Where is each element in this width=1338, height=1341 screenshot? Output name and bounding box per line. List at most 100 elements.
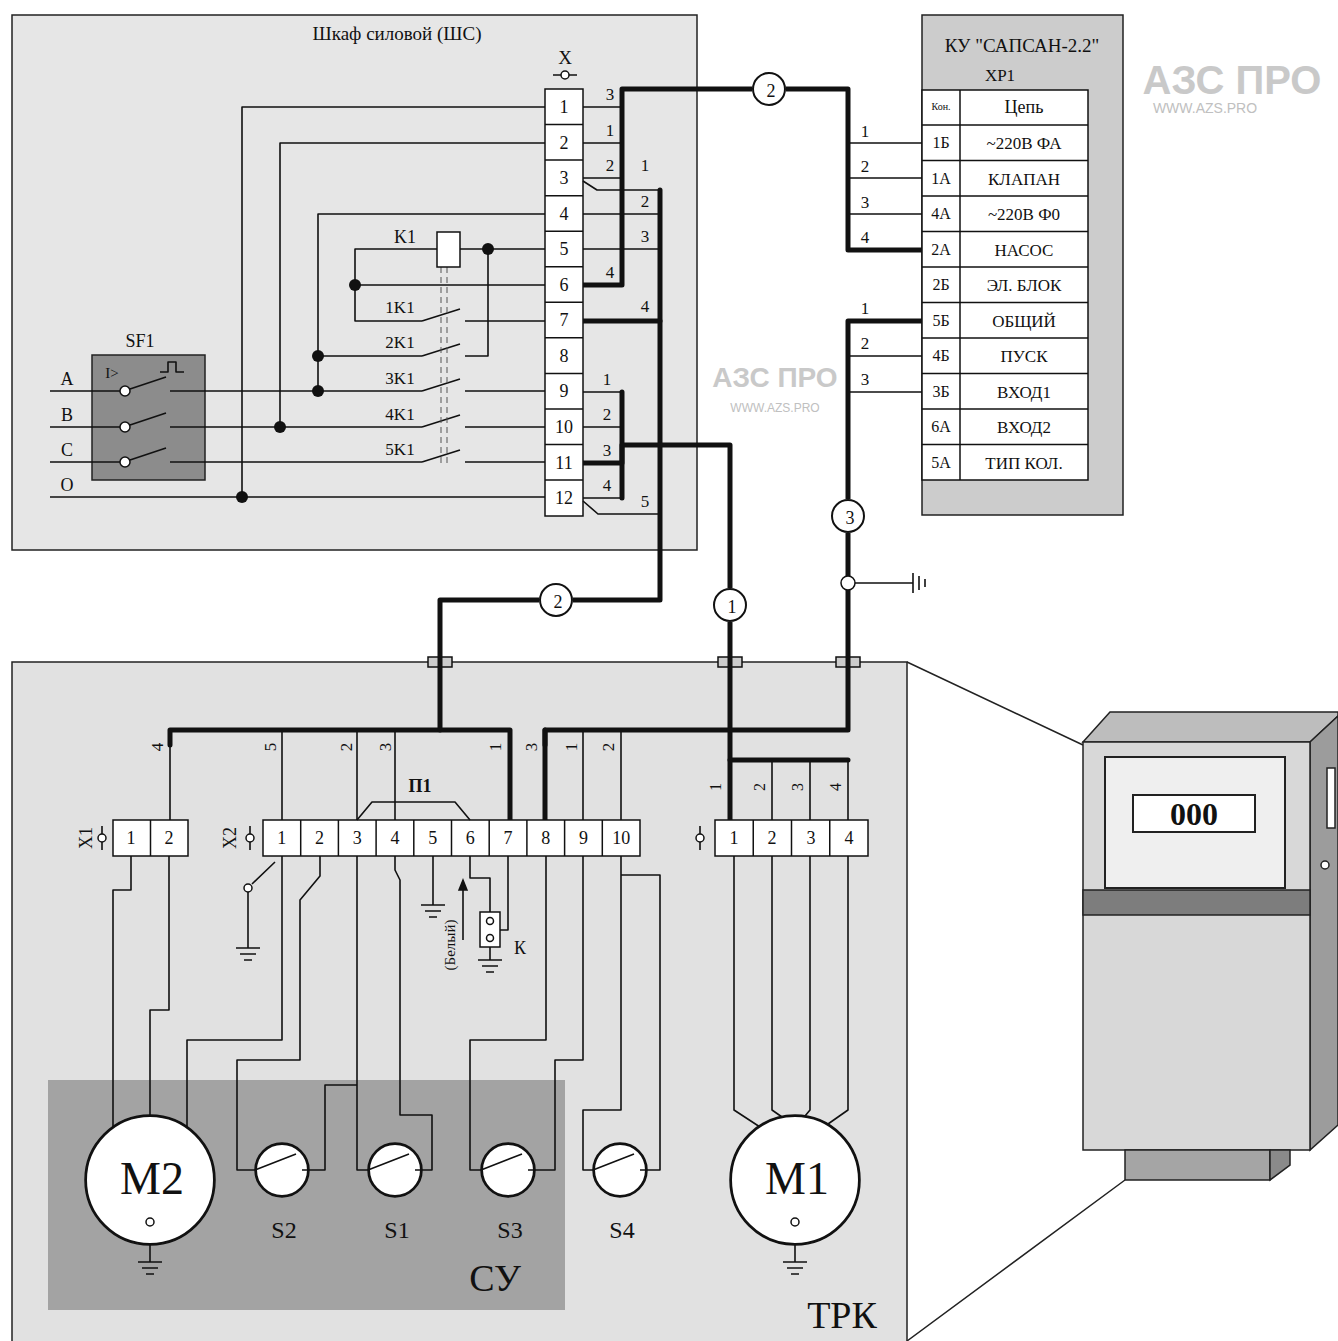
pin-label: 2 (606, 157, 615, 174)
callout-number: 2 (539, 583, 573, 617)
relay-coil: K1 (437, 232, 460, 267)
cable-connector (583, 89, 752, 285)
wire (160, 362, 184, 372)
terminal-divider (922, 444, 1088, 446)
pin-label: 1 (277, 829, 286, 847)
motor-symbol: M2 (85, 1115, 215, 1245)
node-text: Шкаф силовой (ШС) (313, 24, 482, 43)
dispenser-illustration (907, 662, 1338, 1341)
pin-label: 3 (606, 86, 615, 103)
pin-label: Цепь (1005, 98, 1044, 116)
pin-label: 4 (861, 229, 870, 246)
node-text: 000 (1170, 798, 1218, 830)
wire (441, 267, 447, 465)
pin-label: 5 (560, 240, 569, 258)
symbol-fill (561, 71, 569, 79)
pin-label: 6 (466, 829, 475, 847)
node-text: 2 (554, 593, 563, 611)
terminal-block (715, 820, 868, 856)
switch-symbol: S4 (593, 1143, 647, 1197)
pin-label: 3Б (932, 384, 949, 400)
dispenser-illustration (1321, 861, 1329, 869)
pin-label: 2 (861, 158, 870, 175)
terminal-divider (526, 820, 528, 856)
junction-dot (274, 421, 286, 433)
terminal-strip: X1 (113, 820, 188, 856)
pin-label: 3 (790, 783, 806, 791)
pin-label: 4 (606, 264, 615, 281)
terminal-divider (545, 479, 583, 481)
pin-label: 2 (600, 743, 617, 752)
pin-label: B (61, 406, 73, 424)
callout-number: 2 (752, 72, 786, 106)
terminal-divider (300, 820, 302, 856)
terminal-block (113, 820, 188, 856)
pin-label: 4 (603, 477, 612, 494)
pin-label: 2 (560, 134, 569, 152)
terminal-divider (922, 337, 1088, 339)
cable-connector (440, 600, 539, 820)
panel-ground (48, 1080, 565, 1310)
junction-dot (312, 350, 324, 362)
symbol-fill (85, 1115, 215, 1245)
pin-label: 2 (752, 783, 768, 791)
terminal-divider (922, 124, 1088, 126)
symbol-fill (437, 232, 460, 267)
watermark: АЗС ПРО (1143, 60, 1322, 100)
wire (422, 309, 545, 462)
symbol-fill (459, 880, 467, 890)
level-sensor: К (480, 912, 500, 947)
terminal-strip: 1234 (715, 820, 868, 856)
pin-label: КЛАПАН (988, 170, 1060, 187)
pin-label: ~220В ФА (987, 135, 1062, 152)
pin-label: 5K1 (385, 441, 414, 458)
node-text: X2 (221, 827, 239, 849)
dispenser-illustration (1083, 712, 1338, 742)
dispenser-illustration (1125, 1150, 1270, 1180)
node-text: СУ (469, 1259, 521, 1297)
terminal-divider (375, 820, 377, 856)
terminal-strip: X (545, 89, 583, 516)
terminal-divider (545, 159, 583, 161)
control-unit: СУM2S2S1S3 (48, 1080, 565, 1310)
terminal-divider (545, 266, 583, 268)
node-text: 2 (768, 829, 777, 847)
symbol-fill (120, 386, 130, 396)
pin-label: 3 (523, 743, 540, 752)
pin-label: 1 (861, 300, 870, 317)
pin-label: 5А (931, 455, 951, 471)
node-text: XP1 (985, 67, 1015, 84)
node-text: S3 (497, 1218, 522, 1242)
terminal-divider (922, 266, 1088, 268)
pin-label: ПУСК (1001, 348, 1048, 365)
pin-label: 6 (560, 276, 569, 294)
pin-label: ЭЛ. БЛОК (987, 277, 1062, 294)
node-text: 4 (845, 829, 854, 847)
node-text: S1 (384, 1218, 409, 1242)
terminal-divider (922, 373, 1088, 375)
node-text: X1 (77, 827, 95, 849)
pin-label: 1 (563, 743, 580, 752)
pin-label: 4А (931, 206, 951, 222)
symbol-fill (487, 918, 494, 925)
terminal-divider (922, 160, 1088, 162)
terminal-block (263, 820, 640, 856)
wire (50, 75, 925, 1274)
ground-ring (841, 576, 855, 590)
pin-label: 6А (931, 419, 951, 435)
pin-label: 1 (127, 829, 136, 847)
symbol-fill (730, 1115, 860, 1245)
wire (50, 377, 422, 462)
pin-label: 5 (641, 493, 650, 510)
terminal-divider (545, 230, 583, 232)
terminal-divider (564, 820, 566, 856)
symbol-fill (85, 71, 860, 1245)
junction-dot (236, 243, 494, 503)
pin-label: 5Б (932, 313, 949, 329)
symbol-fill (244, 884, 252, 892)
node-text: S4 (609, 1218, 634, 1242)
pin-label: 5 (262, 743, 279, 752)
pin-label: 2А (931, 242, 951, 258)
node-text: К (514, 939, 526, 957)
pin-label: 11 (555, 454, 572, 472)
